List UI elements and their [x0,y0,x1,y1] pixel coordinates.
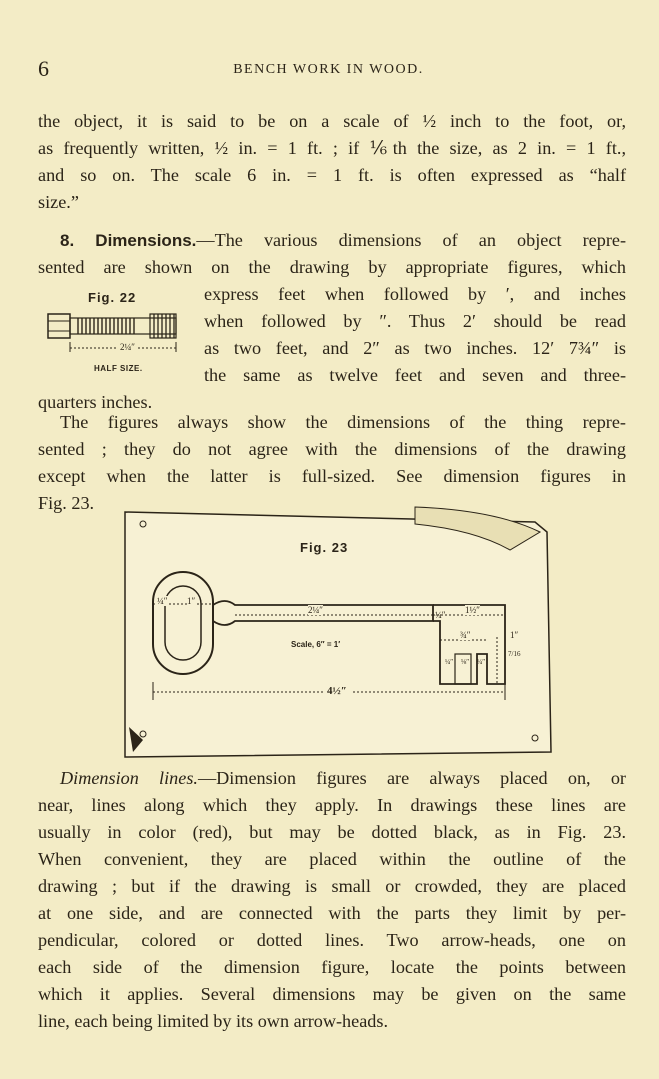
text-line: sented ; they do not agree with the dime… [38,439,626,459]
paragraph-dimensions: 8. Dimensions.—The various dimensions of… [38,227,626,281]
dimension-bit-small: ¼″ [435,610,446,620]
dimension-overall: 4½″ [323,685,351,697]
figure-caption: HALF SIZE. [94,364,143,373]
dimension-ward-b: ⅛″ [461,658,470,666]
text-line: line, each being limited by its own arro… [38,1011,389,1031]
figure-wrap-text: express feet when followed by ′, and inc… [204,281,626,389]
text-line: except when the latter is full-sized. Se… [38,466,626,486]
dimension-bow-b: 1″ [187,596,196,606]
text-line: quarters inches. [38,392,153,412]
text-line: and so on. The scale 6 in. = 1 ft. is of… [38,165,626,185]
figure-label: Fig. 23 [300,540,349,555]
section-title: Dimensions. [95,231,197,250]
scale-note: Scale, 6″ = 1′ [291,640,341,649]
running-title: BENCH WORK IN WOOD. [233,62,424,77]
text-line: when followed by ″. Thus 2′ should be re… [204,311,626,331]
page-header: 6 BENCH WORK IN WOOD. [38,56,619,86]
dimension-ward-c: ¼″ [477,658,486,666]
bolt-drawing [47,313,177,352]
text-line: Dimension lines.—Dimension figures are a… [38,765,626,792]
text-line: Fig. 23. [38,493,95,513]
term: Dimension lines. [60,768,198,788]
text-line: as two feet, and 2″ as two inches. 12′ 7… [204,338,626,358]
paragraph-dimensions-tail: quarters inches. [38,389,626,416]
dimension-bit-width: ¾″ [460,630,471,640]
paragraph-figures: The figures always show the dimensions o… [38,409,626,517]
text-line: sented are shown on the drawing by appro… [38,257,626,277]
text-fragment: —Dimension figures are always placed on,… [197,768,626,788]
paragraph-scale: the object, it is said to be on a scale … [38,108,626,216]
text-fragment: —The various dimensions of an object rep… [196,230,627,250]
text-line: The figures always show the dimensions o… [60,412,626,432]
dimension-bow-a: ¼″ [157,596,168,606]
text-line: pendicular, colored or dotted lines. Two… [38,930,626,950]
dimension-bit-side: 7/16 [508,650,521,658]
paragraph-dimension-lines: Dimension lines.—Dimension figures are a… [38,765,626,1035]
section-heading-line: 8. Dimensions.—The various dimensions of… [38,227,626,254]
text-line: at one side, and are connected with the … [38,903,626,923]
text-line: near, lines along which they apply. In d… [38,795,626,815]
dimension-bit-top: 1½″ [465,605,480,615]
page-number: 6 [38,56,49,81]
text-line: the object, it is said to be on a scale … [38,111,626,131]
figure-23-key: Fig. 23 Scale, 6″ = 1′ 2¼″ ¼″ 1″ 1½″ ¾″ … [115,502,557,762]
dimension-ward-a: ¼″ [445,658,454,666]
text-line: as frequently written, ½ in. = 1 ft. ; i… [38,138,626,158]
text-line: When convenient, they are placed within … [38,849,626,869]
text-line: usually in color (red), but may be dotte… [38,822,626,842]
figure-label: Fig. 22 [88,290,137,305]
dimension-shank: 2¼″ [308,605,323,615]
figure-22-bolt: Fig. 22 2¼″ HALF SIZE. [38,282,198,382]
section-number: 8. [60,231,75,250]
text-line: which it applies. Several dimensions may… [38,984,626,1004]
text-line: express feet when followed by ′, and inc… [204,284,626,304]
text-line: the same as twelve feet and seven and th… [204,365,626,385]
text-line: each side of the dimension figure, locat… [38,957,626,977]
text-line: size.” [38,192,79,212]
dimension-bit-height: 1″ [510,630,519,640]
text-line: drawing ; but if the drawing is small or… [38,876,626,896]
bolt-dimension: 2¼″ [118,342,137,352]
key-drawing [124,506,552,758]
